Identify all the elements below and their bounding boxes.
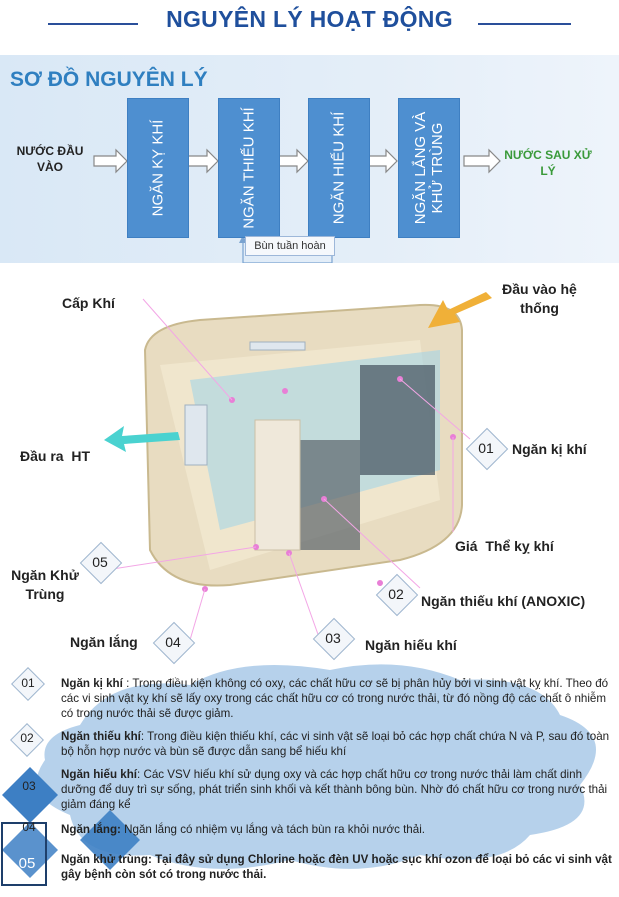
arrow-icon <box>184 148 219 174</box>
legend-term: Ngăn kị khí <box>61 677 123 690</box>
pipe <box>249 341 306 351</box>
legend-background <box>0 664 596 897</box>
legend-term: Ngăn hiếu khí <box>61 768 138 781</box>
anoxic-media <box>300 440 360 550</box>
legend-number: 03 <box>22 779 36 793</box>
tank-illustration <box>104 292 492 641</box>
stage-box-aerobic: NGĂN HIẾU KHÍ <box>308 98 370 238</box>
legend-item-2: Ngăn thiếu khí: Trong điều kiện thiếu kh… <box>61 729 613 759</box>
legend-desc: Tại đây sử dụng Chlorine hoặc đèn UV hoặ… <box>61 853 612 881</box>
stage-box-anaerobic: NGĂN KỴ KHÍ <box>127 98 189 238</box>
label-settling: Ngăn lắng <box>70 634 138 650</box>
legend-desc: : Trong điều kiện không có oxy, các chất… <box>61 677 609 720</box>
legend-number: 01 <box>21 676 35 690</box>
cloud-shape <box>36 664 596 869</box>
legend-number: 04 <box>22 820 36 834</box>
legend-term: Ngăn lắng: <box>61 823 121 836</box>
legend-item-5: Ngăn khử trùng: Tại đây sử dụng Chlorine… <box>61 852 613 882</box>
label-air-supply: Cấp Khí <box>62 295 115 311</box>
pipe-outlet <box>184 404 208 466</box>
legend-number: 02 <box>20 731 34 745</box>
legend-term: Ngăn khử trùng: <box>61 853 152 866</box>
anaerobic-media <box>360 365 435 475</box>
legend-term: Ngăn thiếu khí <box>61 730 141 743</box>
legend-desc: Ngăn lắng có nhiệm vụ lắng và tách bùn r… <box>120 823 426 836</box>
label-media: Giá Thể kỵ khí <box>455 538 554 554</box>
arrow-icon <box>93 148 128 174</box>
stage-label: NGĂN HIẾU KHÍ <box>330 111 348 225</box>
label-system-inlet: Đầu vào hệ thống <box>502 281 577 316</box>
corner-diamond <box>2 767 58 823</box>
flow-input-label: NƯỚC ĐẦU VÀO <box>16 144 84 174</box>
aerobic-panel <box>254 419 301 551</box>
number-badge-text: 05 <box>92 554 108 570</box>
label-aerobic: Ngăn hiếu khí <box>365 637 457 653</box>
stage-label: NGĂN KỴ KHÍ <box>149 119 167 217</box>
outlet-arrow-icon <box>104 426 180 452</box>
number-badge-text: 01 <box>478 440 494 456</box>
stage-box-anoxic: NGĂN THIẾU KHÍ <box>218 98 280 238</box>
leader-lines <box>105 298 471 641</box>
corner-frame <box>1 822 47 886</box>
recycle-label: Bùn tuần hoàn <box>245 236 335 256</box>
number-badge-text: 04 <box>165 634 181 650</box>
title-rule-right <box>478 23 571 25</box>
number-badge-text: 02 <box>388 586 404 602</box>
corner-diamond <box>80 810 140 870</box>
flow-heading: SƠ ĐỒ NGUYÊN LÝ <box>10 68 208 91</box>
legend-desc: : Các VSV hiếu khí sử dụng oxy và các hợ… <box>61 768 608 811</box>
label-disinfection: Ngăn Khử Trùng <box>11 567 79 602</box>
arrow-icon <box>463 148 501 174</box>
inlet-arrow-icon <box>428 292 492 328</box>
legend-item-4: Ngăn lắng: Ngăn lắng có nhiệm vụ lắng và… <box>61 822 613 837</box>
label-anaerobic: Ngăn kị khí <box>512 441 587 457</box>
corner-diamond <box>2 822 58 878</box>
number-badge-text: 03 <box>325 630 341 646</box>
stage-label: NGĂN LẮNG VÀ KHỬ TRÙNG <box>412 111 446 225</box>
flow-output-label: NƯỚC SAU XỬ LÝ <box>504 148 592 178</box>
label-outlet: Đầu ra HT <box>20 448 91 464</box>
label-anoxic: Ngăn thiếu khí (ANOXIC) <box>421 593 586 609</box>
legend-number: 05 <box>18 855 36 872</box>
legend-item-1: Ngăn kị khí : Trong điều kiện không có o… <box>61 676 613 721</box>
legend-item-3: Ngăn hiếu khí: Các VSV hiếu khí sử dụng … <box>61 767 613 812</box>
title-rule-left <box>48 23 138 25</box>
legend-desc: : Trong điều kiện thiếu khí, các vi sinh… <box>61 730 610 758</box>
page-title: NGUYÊN LÝ HOẠT ĐỘNG <box>166 6 453 32</box>
stage-box-settling: NGĂN LẮNG VÀ KHỬ TRÙNG <box>398 98 460 238</box>
stage-label: NGĂN THIẾU KHÍ <box>240 107 258 229</box>
